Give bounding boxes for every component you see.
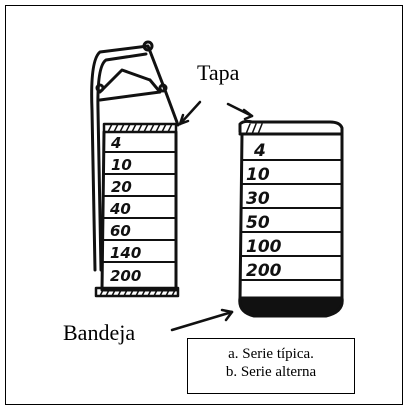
- stack-a-knob-right: [158, 83, 168, 93]
- stack-b: [238, 119, 344, 318]
- arrow-bandeja: [170, 310, 234, 332]
- label-tapa: Tapa: [197, 60, 240, 85]
- stack-a-sieve-6: 140: [110, 244, 141, 262]
- arrow-tapa-a: [178, 100, 202, 126]
- stack-b-lid: [238, 119, 344, 136]
- caption-line-b: b. Serie alterna: [225, 364, 317, 380]
- stack-a-sieve-5: 60: [110, 222, 131, 240]
- stack-a-handle: [90, 44, 180, 272]
- label-bandeja: Bandeja: [63, 320, 136, 345]
- stack-a-sieve-4: 40: [109, 200, 131, 218]
- stack-b-pan: [238, 296, 344, 318]
- figure-frame: [5, 5, 403, 405]
- stack-b-sieve-3: 30: [246, 189, 270, 209]
- stack-a: [90, 40, 180, 298]
- stack-a-pan: [94, 286, 180, 298]
- stack-a-lid: [102, 122, 178, 134]
- stack-b-numbers: 4 10 30 50 100 200: [246, 141, 282, 281]
- caption-line-a: a. Serie típica.: [228, 346, 314, 362]
- stack-b-sieve-1: 4: [253, 141, 266, 161]
- stack-b-sieve-4: 50: [246, 213, 270, 233]
- stack-b-sieve-5: 100: [246, 237, 282, 257]
- stack-b-body: [238, 132, 344, 302]
- stack-a-handle-brace: [98, 68, 162, 102]
- arrows: [170, 100, 254, 332]
- caption-box: a. Serie típica. b. Serie alterna: [187, 338, 355, 394]
- stack-a-handle-inner: [96, 52, 148, 272]
- stack-a-sieve-3: 20: [111, 178, 132, 196]
- stack-a-sieve-7: 200: [110, 267, 141, 285]
- stack-a-sieve-1: 4: [110, 134, 121, 152]
- stack-b-sieve-2: 10: [246, 165, 270, 185]
- stack-a-knob-left: [95, 83, 105, 93]
- stack-b-sieve-6: 200: [246, 261, 282, 281]
- stack-a-numbers: 4 10 20 40 60 140 200: [109, 134, 141, 285]
- stack-a-sieve-2: 10: [111, 156, 132, 174]
- stack-a-knob-top: [142, 40, 154, 52]
